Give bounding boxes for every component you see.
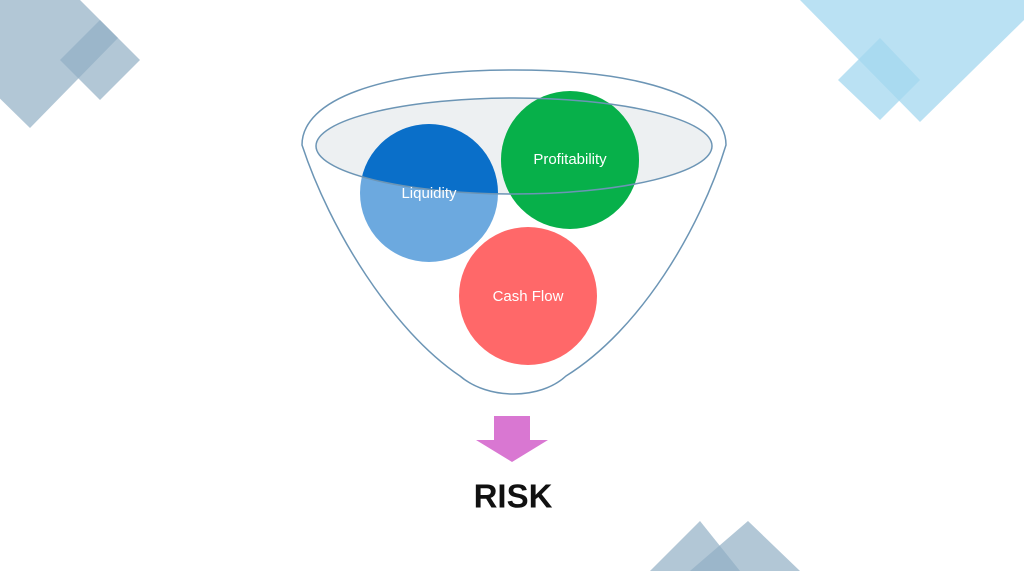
circle-cash-flow bbox=[459, 227, 597, 365]
decor-shape bbox=[800, 0, 1024, 122]
decor-shape bbox=[60, 20, 140, 100]
decor-shape bbox=[690, 521, 800, 571]
decor-top-left bbox=[0, 0, 140, 128]
rim-outline bbox=[315, 97, 713, 195]
down-arrow-icon bbox=[476, 416, 548, 462]
decor-bottom-right bbox=[650, 521, 800, 571]
decor-top-right bbox=[800, 0, 1024, 122]
result-label: RISK bbox=[474, 478, 553, 515]
label-cash-flow: Cash Flow bbox=[493, 288, 564, 305]
funnel-rim bbox=[315, 97, 713, 195]
decor-shape bbox=[838, 38, 920, 120]
label-profitability: Profitability bbox=[533, 151, 607, 168]
label-liquidity: Liquidity bbox=[401, 185, 457, 202]
circle-profitability-top bbox=[501, 98, 639, 194]
